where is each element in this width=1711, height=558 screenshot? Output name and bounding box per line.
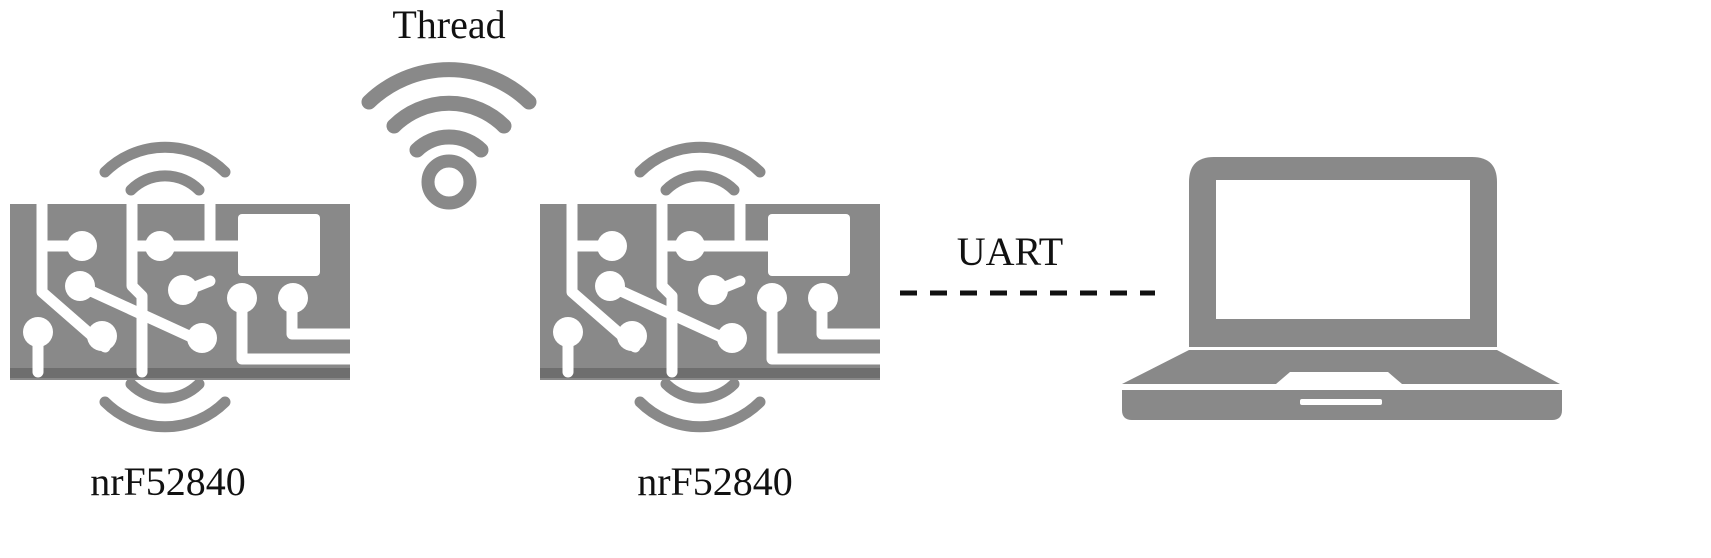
device-1-label: nrF52840 bbox=[90, 459, 246, 504]
radio-waves-icon bbox=[105, 147, 225, 190]
device-1: nrF52840 bbox=[10, 147, 350, 504]
radio-waves-icon bbox=[105, 384, 225, 427]
uart-label: UART bbox=[957, 229, 1063, 274]
wifi-icon bbox=[361, 62, 537, 210]
device-2-label: nrF52840 bbox=[637, 459, 793, 504]
device-2: nrF52840 bbox=[540, 147, 880, 504]
radio-waves-icon bbox=[640, 384, 760, 427]
radio-waves-icon bbox=[640, 147, 760, 190]
thread-label: Thread bbox=[392, 2, 505, 47]
circuit-board-icon bbox=[10, 204, 350, 380]
circuit-board-icon bbox=[540, 204, 880, 380]
laptop-icon bbox=[1122, 157, 1562, 420]
